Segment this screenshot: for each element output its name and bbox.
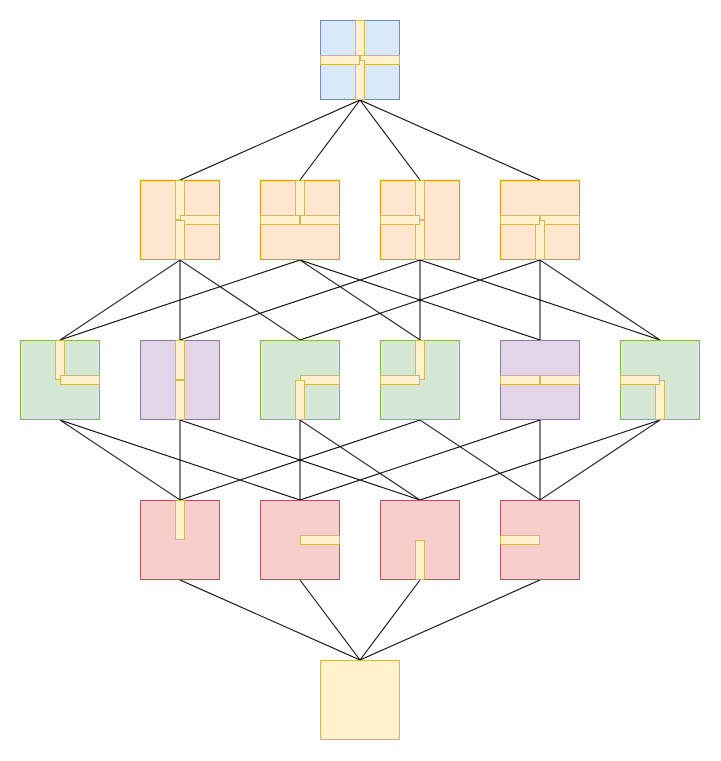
edge-tee-no-south-to-corner-north-west (299, 259, 421, 341)
pipe-arm-W (500, 375, 540, 385)
edge-cross-to-tee-no-north (359, 99, 541, 181)
tile-corner-north-west (380, 340, 460, 420)
pipe-arm-W (500, 215, 540, 225)
pipe-arm-N (415, 340, 425, 380)
pipe-arm-E (180, 215, 220, 225)
edge-cross-to-tee-no-west (179, 99, 361, 181)
pipe-arm-E (540, 215, 580, 225)
pipe-arm-S (535, 220, 545, 260)
pipe-arm-W (620, 375, 660, 385)
tile-end-west (500, 500, 580, 580)
tile-tee-no-west (140, 180, 220, 260)
tile-corner-south-west (620, 340, 700, 420)
node-layer (20, 20, 700, 740)
pipe-arm-E (60, 375, 100, 385)
edge-tee-no-south-to-corner-north-east (59, 259, 301, 341)
edge-cross-to-tee-no-south (299, 99, 361, 181)
edge-corner-north-west-to-end-west (419, 419, 541, 501)
pipe-arm-S (175, 380, 185, 420)
pipe-arm-E (300, 375, 340, 385)
edge-cross-to-tee-no-east (359, 99, 421, 181)
edge-corner-south-west-to-end-west (539, 419, 661, 501)
tile-background (320, 660, 400, 740)
edge-tee-no-east-to-straight-vertical (179, 259, 421, 341)
edge-corner-east-south-to-end-south (299, 419, 421, 501)
tile-corner-north-east (20, 340, 100, 420)
pipe-arm-E (360, 55, 400, 65)
pipe-arm-N (415, 180, 425, 220)
tile-empty (320, 660, 400, 740)
edge-corner-north-west-to-end-north (179, 419, 421, 501)
pipe-arm-S (355, 60, 365, 100)
tile-end-south (380, 500, 460, 580)
pipe-arm-S (415, 540, 425, 580)
edge-end-north-to-empty (179, 579, 361, 661)
pipe-arm-E (540, 375, 580, 385)
pipe-arm-N (355, 20, 365, 60)
pipe-arm-S (295, 380, 305, 420)
tile-cross (320, 20, 400, 100)
tile-tee-no-north (500, 180, 580, 260)
edge-end-west-to-empty (359, 579, 541, 661)
tile-straight-vertical (140, 340, 220, 420)
pipe-arm-W (500, 535, 540, 545)
pipe-arm-N (175, 340, 185, 380)
tile-tee-no-south (260, 180, 340, 260)
pipe-arm-E (300, 535, 340, 545)
edge-end-south-to-empty (359, 579, 421, 661)
pipe-arm-N (55, 340, 65, 380)
edge-tee-no-north-to-corner-east-south (299, 259, 541, 341)
pipe-arm-W (380, 375, 420, 385)
pipe-arm-W (320, 55, 360, 65)
edge-end-east-to-empty (299, 579, 361, 661)
pipe-arm-E (300, 215, 340, 225)
tile-corner-east-south (260, 340, 340, 420)
tile-end-east (260, 500, 340, 580)
pipe-arm-S (655, 380, 665, 420)
edge-layer (59, 99, 661, 661)
tile-end-north (140, 500, 220, 580)
edge-straight-horizontal-to-end-east (299, 419, 541, 501)
edge-tee-no-west-to-corner-east-south (179, 259, 301, 341)
pipe-arm-S (415, 220, 425, 260)
tile-straight-horizontal (500, 340, 580, 420)
edge-corner-south-west-to-end-south (419, 419, 661, 501)
pipe-arm-N (175, 180, 185, 220)
pipe-arm-W (380, 215, 420, 225)
pipe-arm-N (295, 180, 305, 220)
pipe-arm-N (175, 500, 185, 540)
pipe-arm-S (175, 220, 185, 260)
tile-tee-no-east (380, 180, 460, 260)
pipe-arm-W (260, 215, 300, 225)
edge-tee-no-west-to-corner-north-east (59, 259, 181, 341)
edge-corner-north-east-to-end-north (59, 419, 181, 501)
edge-tee-no-north-to-corner-south-west (539, 259, 661, 341)
